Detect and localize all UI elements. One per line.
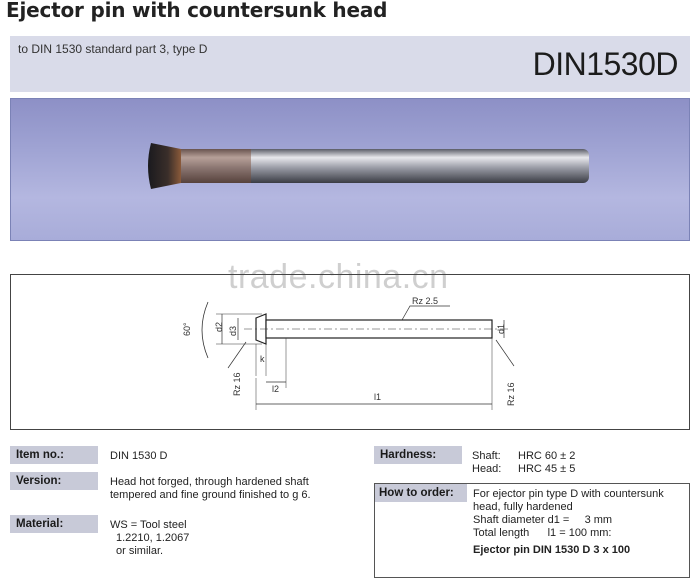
rz16-left-label: Rz 16 xyxy=(232,372,242,396)
shaft-hardness-value: HRC 60 ± 2 xyxy=(518,450,576,462)
version-line-2: tempered and fine ground finished to g 6… xyxy=(110,489,311,501)
d1-label: d1 xyxy=(496,324,506,334)
d3-label: d3 xyxy=(228,326,238,336)
order-line-2: head, fully hardened xyxy=(473,501,573,513)
material-line-3: or similar. xyxy=(116,545,164,557)
rz16-right-label: Rz 16 xyxy=(506,382,516,406)
l2-label: l2 xyxy=(272,384,279,394)
order-line-4: Total length l1 = 100 mm: xyxy=(473,527,612,539)
order-line-3: Shaft diameter d1 = 3 mm xyxy=(473,514,613,526)
item-no-label: Item no.: xyxy=(10,446,98,464)
head-hardness-value: HRC 45 ± 5 xyxy=(518,463,576,475)
technical-drawing: 60° d2 d3 k l2 l1 d1 Rz 2.5 Rz 16 Rz 16 xyxy=(10,258,690,430)
head-label: Head: xyxy=(472,463,502,475)
material-label: Material: xyxy=(10,515,98,533)
watermark: trade.china.cn xyxy=(228,258,449,296)
product-photo xyxy=(10,98,690,241)
version-label: Version: xyxy=(10,472,98,490)
how-to-order-box: How to order: For ejector pin type D wit… xyxy=(374,483,690,578)
hardness-label: Hardness: xyxy=(374,446,462,464)
standard-subtitle: to DIN 1530 standard part 3, type D xyxy=(18,42,208,56)
material-line-1: WS = Tool steel xyxy=(110,519,187,531)
page-title: Ejector pin with countersunk head xyxy=(6,0,388,22)
k-label: k xyxy=(260,354,265,364)
how-to-order-label: How to order: xyxy=(375,484,467,502)
order-line-1: For ejector pin type D with countersunk xyxy=(473,488,664,500)
order-example: Ejector pin DIN 1530 D 3 x 100 xyxy=(473,544,631,556)
l1-label: l1 xyxy=(374,392,381,402)
rz25-label: Rz 2.5 xyxy=(412,296,438,306)
material-line-2: 1.2210, 1.2067 xyxy=(116,532,190,544)
product-code: DIN1530D xyxy=(532,46,679,82)
item-no-value: DIN 1530 D xyxy=(110,450,168,462)
drawing-svg: 60° d2 d3 k l2 l1 d1 Rz 2.5 Rz 16 Rz 16 xyxy=(10,274,690,430)
version-line-1: Head hot forged, through hardened shaft xyxy=(110,476,309,488)
angle-label: 60° xyxy=(182,322,192,336)
ejector-pin-image xyxy=(148,143,589,189)
shaft-label: Shaft: xyxy=(472,450,501,462)
d2-label: d2 xyxy=(214,322,224,332)
header-band xyxy=(10,36,690,92)
